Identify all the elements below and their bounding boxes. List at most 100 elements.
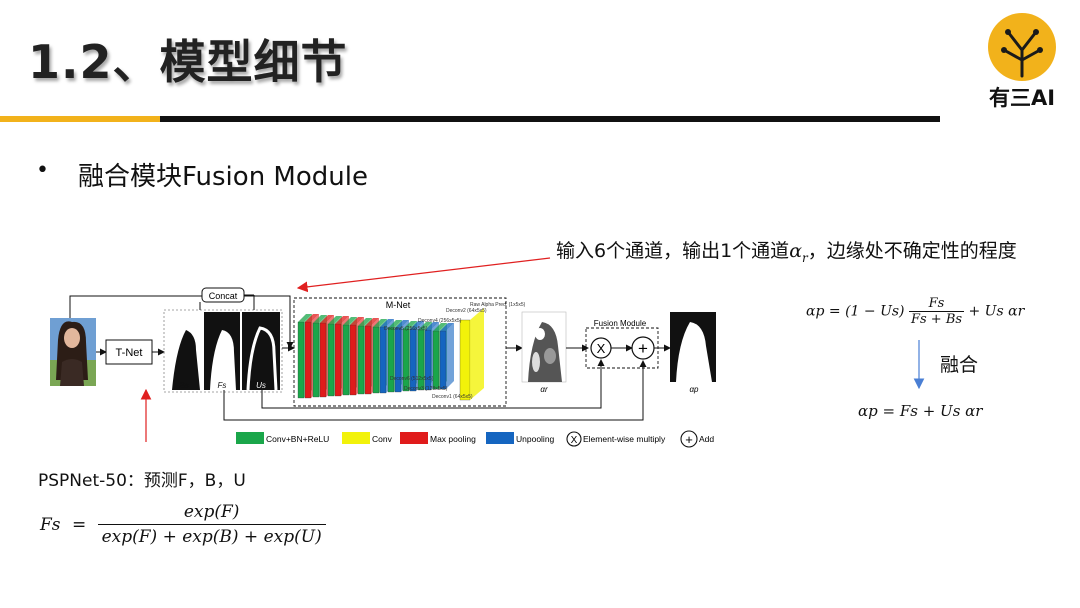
formula-factor: (1 − Us) <box>845 303 905 320</box>
legend-label: Element-wise multiply <box>583 434 666 444</box>
mnet-layer-block <box>387 327 395 393</box>
mnet-box <box>293 297 507 407</box>
map-alpha-p: αp <box>670 312 716 394</box>
pspnet-note: PSPNet-50：预测F，B，U <box>38 471 246 491</box>
architecture-diagram: T-Net Bs Fs Us Concat M-Net Deconv6 (512… <box>50 257 925 448</box>
svg-text:Fs: Fs <box>218 381 227 390</box>
title-underline-accent <box>0 116 160 122</box>
svg-text:X: X <box>597 341 606 356</box>
mnet-layer-block <box>364 325 372 395</box>
mnet-layer-block <box>297 321 305 399</box>
legend-label: Max pooling <box>430 434 476 444</box>
svg-text:+: + <box>638 339 648 358</box>
formula-fraction: Fs Fs + Bs <box>908 296 965 327</box>
annotation-var-sub: r <box>802 250 808 265</box>
bullet-text: 融合模块Fusion Module <box>78 162 368 192</box>
logo-emblem-icon <box>988 13 1056 81</box>
svg-text:Us: Us <box>256 381 266 390</box>
annotation-top: 输入6个通道，输出1个通道αr，边缘处不确定性的程度 <box>556 236 1017 265</box>
legend-label: Unpooling <box>516 434 555 444</box>
formula-lhs: αp <box>858 402 878 420</box>
formula-lhs: αp <box>806 303 825 320</box>
map-alpha-r: αr <box>521 311 567 394</box>
mnet-layer-top <box>418 322 432 330</box>
mnet-layer-block <box>357 325 365 395</box>
formula-alpha-p-full: αp = (1 − Us) Fs Fs + Bs + Us αr <box>806 296 1024 327</box>
logo-text: 有三AI <box>988 86 1056 110</box>
mnet-layer-top <box>425 322 439 330</box>
formula-fraction: exp(F) exp(F) + exp(B) + exp(U) <box>97 502 326 547</box>
mnet-layer-top <box>388 320 402 328</box>
mnet-layer-top <box>313 315 327 323</box>
mnet-layer-top <box>373 319 387 327</box>
annotation-arrow-mnet <box>296 257 551 293</box>
deconv-label: Deconv6 (512x5x5) <box>390 376 434 382</box>
annotation-text-after: ，边缘处不确定性的程度 <box>807 240 1017 262</box>
deconv-label: Deconv1 (64x5x5) <box>432 394 473 400</box>
mnet-layer-top <box>440 323 454 331</box>
formula-den: Fs + Bs <box>910 312 963 327</box>
mnet-layer-block <box>312 322 320 398</box>
mnet-layer-block <box>304 321 312 399</box>
mnet-layer-side <box>446 323 454 389</box>
mnet-layer-top <box>380 319 394 327</box>
mnet-layers <box>297 308 484 401</box>
deconv-label: Raw Alpha Pred. (1x5x5) <box>470 302 526 308</box>
legend-label: Add <box>699 434 714 444</box>
fuse-label: 融合 <box>940 354 979 376</box>
mnet-layer-block <box>334 323 342 397</box>
mnet-layer-top <box>328 316 342 324</box>
mnet-layer-block <box>379 326 387 394</box>
mnet-layer-block <box>342 324 350 396</box>
mnet-conv-block <box>459 319 471 401</box>
formula-fs-softmax: Fs = exp(F) exp(F) + exp(B) + exp(U) <box>40 502 326 547</box>
mnet-layer-top <box>298 314 312 322</box>
formula-alpha-p-simple: αp = Fs + Us αr <box>858 402 982 420</box>
input-image <box>50 318 96 386</box>
formula-lhs: Fs <box>40 514 61 535</box>
svg-text:αr: αr <box>540 385 548 394</box>
legend-add-icon <box>680 430 698 448</box>
brand-logo: 有三AI <box>982 10 1062 110</box>
mnet-layer-block <box>439 330 447 390</box>
mnet-conv-side <box>470 308 484 400</box>
mnet-layer-top <box>305 314 319 322</box>
bullet-marker: • <box>36 158 49 183</box>
formula-eq: = <box>71 514 87 535</box>
mnet-layer-top <box>403 321 417 329</box>
formula-eq: = <box>828 303 841 320</box>
legend-label: Conv <box>372 434 393 444</box>
map-fs: Fs <box>204 312 240 390</box>
mnet-layer-block <box>319 322 327 398</box>
legend-label: Conv+BN+ReLU <box>266 434 329 444</box>
mnet-layer-top <box>358 318 372 326</box>
map-us: Us <box>242 312 280 391</box>
deconv-label: Deconv2 (64x5x5) <box>446 308 487 314</box>
mnet-layer-block <box>349 324 357 396</box>
svg-text:+: + <box>685 432 693 447</box>
mnet-layer-block <box>372 326 380 394</box>
title-underline <box>160 116 940 122</box>
legend-swatch <box>486 432 514 444</box>
mnet-layer-top <box>365 318 379 326</box>
legend: Conv+BN+ReLU Conv Max pooling Unpooling … <box>236 430 714 448</box>
tnet-label: T-Net <box>116 347 143 359</box>
formula-den: exp(F) + exp(B) + exp(U) <box>101 527 322 547</box>
formula-num: Fs <box>908 296 965 312</box>
svg-text:αp: αp <box>689 385 699 394</box>
mnet-layer-top <box>410 321 424 329</box>
deconv-label: Deconv5 (256x5x5) <box>384 326 428 332</box>
annotation-text: 输入6个通道，输出1个通道 <box>556 240 790 262</box>
annotation-var: α <box>789 240 803 262</box>
formula-rhs: = Fs + Us αr <box>882 402 983 420</box>
concat-label: Concat <box>209 291 238 301</box>
legend-swatch <box>400 432 428 444</box>
mnet-layer-block <box>432 330 440 390</box>
mnet-layer-block <box>327 323 335 397</box>
svg-text:X: X <box>571 435 578 446</box>
mnet-layer-top <box>335 316 349 324</box>
mnet-layer-block <box>394 327 402 393</box>
fusion-module-label: Fusion Module <box>594 319 647 328</box>
mnet-label: M-Net <box>386 300 411 310</box>
mnet-layer-top <box>350 317 364 325</box>
